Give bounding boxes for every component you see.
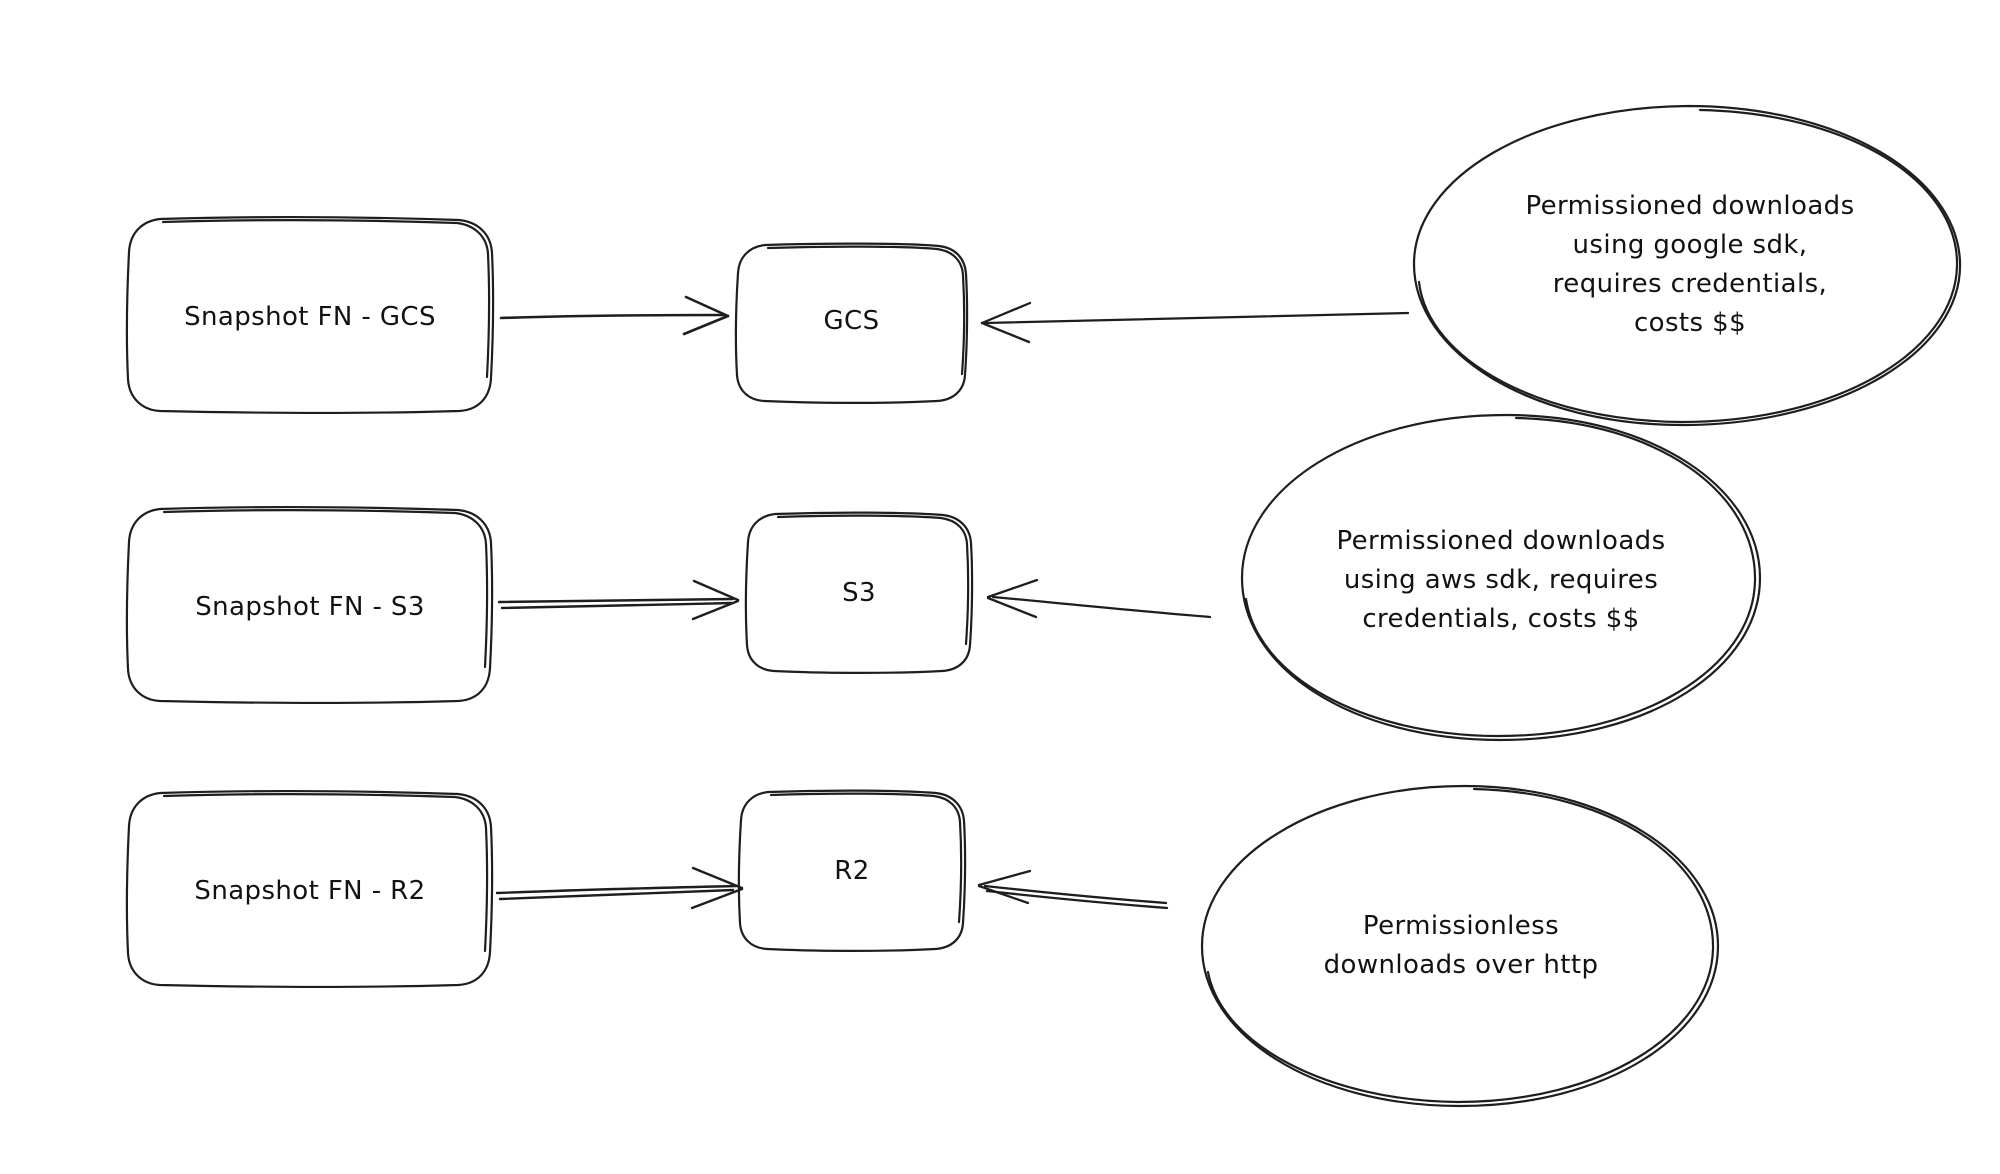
arrow-note-to-store-1: [980, 301, 1410, 344]
source-node-shape-3[interactable]: [125, 790, 494, 988]
store-node-shape-3[interactable]: [737, 789, 967, 952]
note-ellipse-shape-3[interactable]: [1200, 784, 1720, 1108]
source-node-shape-1[interactable]: [125, 216, 495, 414]
source-node-shape-2[interactable]: [125, 506, 494, 704]
arrow-source-to-store-3: [495, 866, 744, 910]
note-ellipse-shape-2[interactable]: [1240, 413, 1762, 742]
note-ellipse-shape-1[interactable]: [1412, 104, 1962, 427]
arrow-source-to-store-2: [497, 579, 740, 621]
arrow-note-to-store-3: [977, 869, 1169, 910]
arrow-source-to-store-1: [499, 295, 730, 336]
arrow-note-to-store-2: [986, 578, 1212, 619]
store-node-shape-2[interactable]: [744, 511, 974, 674]
store-node-shape-1[interactable]: [734, 242, 969, 404]
